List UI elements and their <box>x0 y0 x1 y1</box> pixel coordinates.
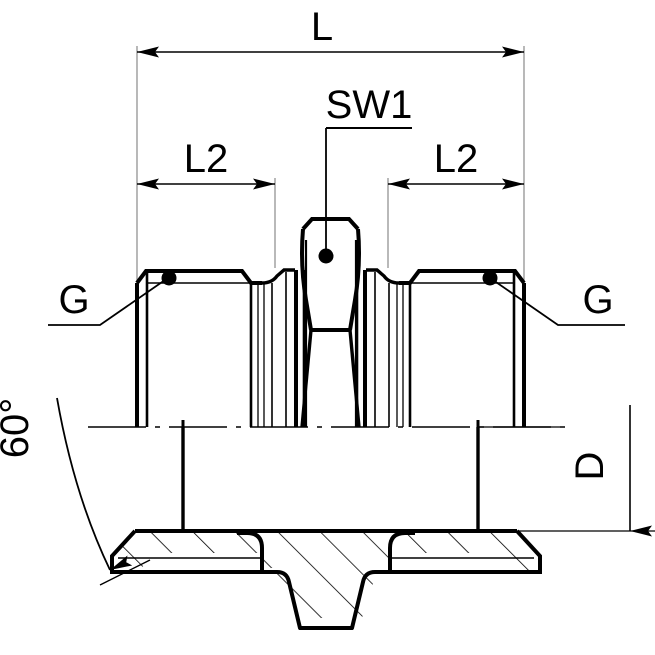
leader-thread-right: G <box>482 270 625 326</box>
sectioned-lower-half <box>110 427 542 630</box>
leader-thread-left: G <box>48 270 177 326</box>
flange-hatch-fill <box>112 531 540 618</box>
notch-left-step <box>237 531 264 572</box>
dimension-label-L2-right: L2 <box>434 137 479 181</box>
section-hatch-icon <box>112 531 540 618</box>
leader-dot-icon-G-left <box>161 270 177 286</box>
leader-dot-icon-SW1 <box>318 248 334 264</box>
leader-cone-angle: 60° <box>0 397 151 586</box>
notch-right-step <box>388 531 415 572</box>
right-threaded-stud <box>355 268 526 427</box>
dimension-label-D: D <box>568 452 612 481</box>
dimension-thread-length-left: L2 <box>137 137 275 190</box>
leader-tail-60deg <box>99 559 151 586</box>
leader-label-SW1: SW1 <box>326 83 413 127</box>
dimension-thread-length-right: L2 <box>388 137 524 190</box>
extension-lines <box>136 46 525 290</box>
leader-label-60deg: 60° <box>0 398 37 459</box>
section-stem-lines <box>181 420 480 440</box>
leader-dot-icon-G-right <box>482 270 498 286</box>
dimension-label-L: L <box>311 5 333 49</box>
notch-profile <box>262 570 390 630</box>
right-shoulder-fillet <box>366 268 409 285</box>
right-stud-major-dia <box>399 269 526 285</box>
leader-line-G-right <box>492 279 625 326</box>
dimension-bore-diameter: D <box>478 405 655 537</box>
dimension-label-L2-left: L2 <box>184 137 229 181</box>
left-stud-major-dia <box>135 269 262 285</box>
leader-label-G-right: G <box>582 278 613 322</box>
left-threaded-stud <box>135 268 306 427</box>
leader-arc-60deg <box>56 397 133 571</box>
hex-top-edge <box>301 217 360 231</box>
leader-line-G-left <box>48 279 166 326</box>
leader-label-G-left: G <box>58 278 89 322</box>
left-shoulder-fillet <box>261 268 295 285</box>
leader-hex-width: SW1 <box>318 83 413 264</box>
dimension-overall-length: L <box>137 5 524 58</box>
